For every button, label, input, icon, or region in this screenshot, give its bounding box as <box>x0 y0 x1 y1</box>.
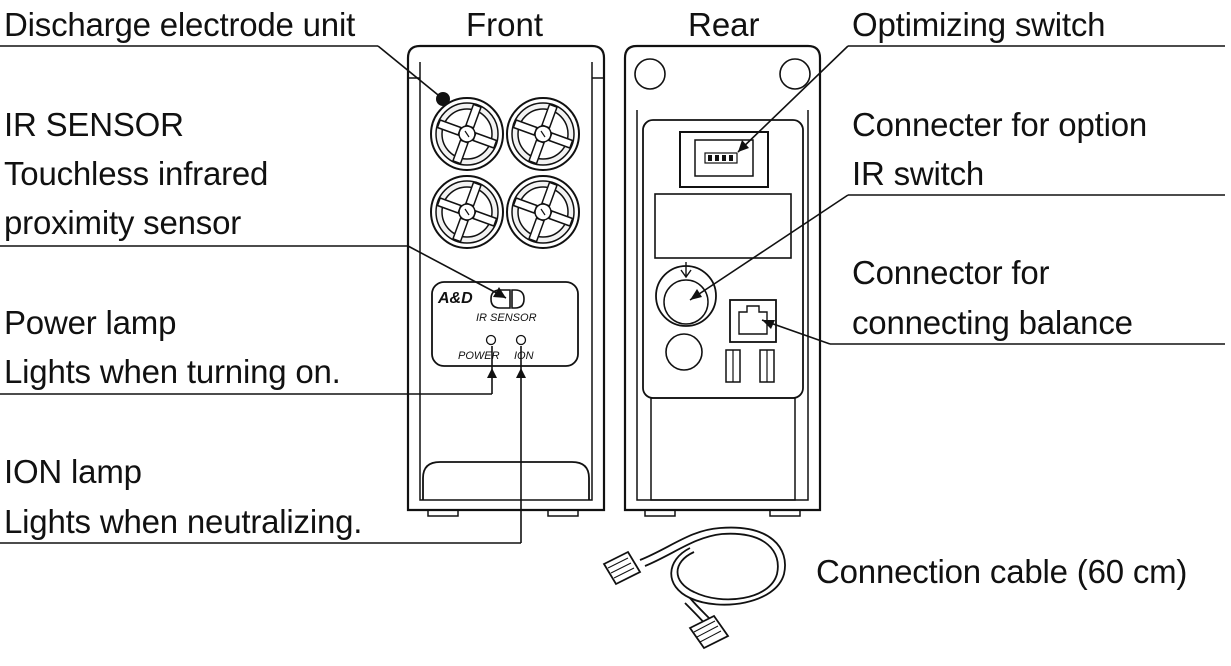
panel-ion-text: ION <box>514 350 534 362</box>
ion-lamp-title: ION lamp <box>4 453 142 490</box>
power-lamp <box>485 334 497 346</box>
rear-heading: Rear <box>688 6 760 43</box>
power-lamp-desc: Lights when turning on. <box>4 353 341 390</box>
front-panel: A&D IR SENSOR POWER ION <box>431 281 579 367</box>
ion-lamp <box>515 334 527 346</box>
rear-unit <box>623 44 822 517</box>
cable-label: Connection cable (60 cm) <box>816 553 1188 590</box>
connection-cable <box>602 526 786 650</box>
panel-power-text: POWER <box>458 350 500 362</box>
panel-ir-sensor-text: IR SENSOR <box>476 312 537 324</box>
option-connector-label-2: IR switch <box>852 155 985 192</box>
brand-logo: A&D <box>437 290 473 307</box>
power-lamp-title: Power lamp <box>4 304 177 341</box>
rear-fixtures <box>654 131 792 383</box>
optimizing-switch-label: Optimizing switch <box>852 6 1106 43</box>
option-connector-label-1: Connecter for option <box>852 106 1148 143</box>
front-heading: Front <box>466 6 544 43</box>
leader-lines <box>0 45 1225 544</box>
balance-connector-label-2: connecting balance <box>852 304 1133 341</box>
ion-lamp-desc: Lights when neutralizing. <box>4 503 363 540</box>
ir-sensor-desc-2: proximity sensor <box>4 204 242 241</box>
leader-arrowheads <box>487 140 775 378</box>
ir-sensor-title: IR SENSOR <box>4 106 184 143</box>
balance-connector-label-1: Connector for <box>852 254 1050 291</box>
ir-sensor-desc-1: Touchless infrared <box>4 155 269 192</box>
discharge-label: Discharge electrode unit <box>4 6 356 43</box>
